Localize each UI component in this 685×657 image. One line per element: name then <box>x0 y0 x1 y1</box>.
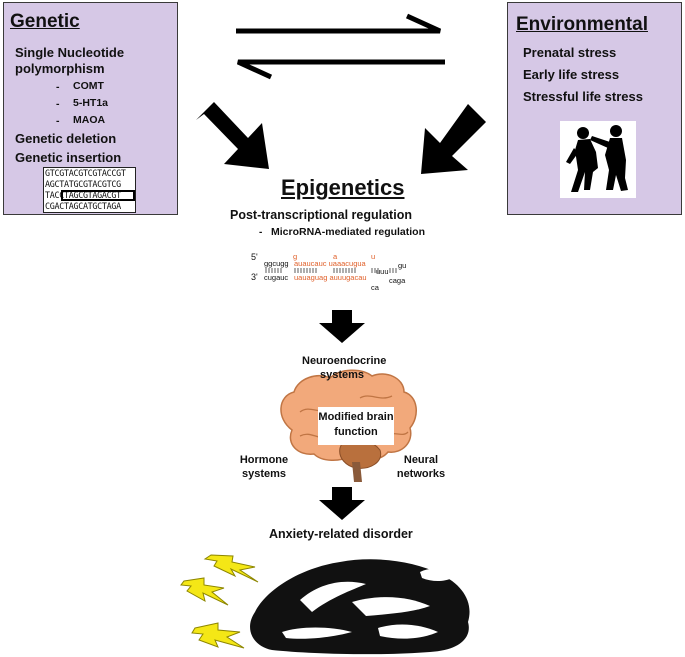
arrow-genetic-to-epigenetics-icon <box>196 102 269 169</box>
dna-row: TACCTAGCGTAGACGT <box>45 190 121 200</box>
gene-maoa: MAOA <box>73 114 106 126</box>
mirna-top-dark: ggcugg <box>264 259 289 268</box>
anxiety-disorder-label: Anxiety-related disorder <box>269 527 413 541</box>
snp-label-line2: polymorphism <box>15 61 105 76</box>
genetic-box: Genetic Single Nucleotide polymorphism -… <box>3 2 178 215</box>
mirna-pairing-lines <box>265 268 397 273</box>
environmental-title: Environmental <box>516 14 648 35</box>
mirna-bottom-caga: caga <box>389 276 406 285</box>
dna-row: GTCGTACGTCGTACCGT <box>45 168 126 178</box>
mirna-top-gu: gu <box>398 261 407 270</box>
genetic-title: Genetic <box>10 11 80 32</box>
genetic-deletion: Genetic deletion <box>15 131 117 146</box>
post-transcriptional-label: Post-transcriptional regulation <box>230 208 412 222</box>
dna-highlight <box>61 190 135 201</box>
brain-center-line1: Modified brain <box>318 411 394 423</box>
epigenetics-title: Epigenetics <box>281 175 405 200</box>
equilibrium-arrows-icon <box>236 13 445 80</box>
lightning-bolt-icon <box>191 622 245 649</box>
hormone-systems-label: Hormone systems <box>234 453 294 481</box>
snp-label-line1: Single Nucleotide <box>15 45 125 60</box>
lightning-bolt-icon <box>203 554 259 583</box>
neuroendocrine-label: Neuroendocrine systems <box>302 354 387 382</box>
five-prime-label: 5' <box>251 252 258 262</box>
brain-center-line2: function <box>334 426 378 438</box>
mirna-bottom-dark: cugauc <box>264 273 289 282</box>
hormone-line1: Hormone <box>239 454 289 466</box>
mirna-regulation-label: MicroRNA-mediated regulation <box>271 226 426 238</box>
gene-dash: - <box>56 81 60 93</box>
env-item-prenatal: Prenatal stress <box>523 45 617 60</box>
gene-comt: COMT <box>73 80 104 92</box>
neural-line1: Neural <box>403 454 439 466</box>
dna-row: CGACTAGCATGCTAGA <box>45 201 121 211</box>
mirna-loop-a: a <box>333 252 338 261</box>
dna-row: AGCTATGCGTACGTCG <box>45 179 121 189</box>
neuroendocrine-line1: Neuroendocrine <box>302 355 387 367</box>
hormone-line2: systems <box>241 468 287 480</box>
brain-icon <box>280 369 417 482</box>
neuroendocrine-line2: systems <box>319 369 365 381</box>
gene-dash: - <box>56 98 60 110</box>
neural-line2: networks <box>396 468 446 480</box>
curled-person-icon <box>250 559 470 655</box>
gene-5ht1a: 5-HT1a <box>73 97 109 109</box>
modified-brain-function-label: Modified brain function <box>318 410 394 440</box>
arrow-down-icon <box>319 487 365 520</box>
env-item-stressful-life: Stressful life stress <box>523 89 643 104</box>
arrow-environment-to-epigenetics-icon <box>421 104 486 174</box>
fighting-figures-icon <box>560 121 636 198</box>
mirna-dash: - <box>259 227 263 238</box>
mirna-top-orange: auaucauc uaaacugua <box>294 259 366 268</box>
gene-dash: - <box>56 115 60 127</box>
arrow-down-icon <box>319 310 365 343</box>
three-prime-label: 3' <box>251 272 258 282</box>
env-item-early-life: Early life stress <box>523 67 620 82</box>
neural-networks-label: Neural networks <box>391 453 451 481</box>
mirna-loop-uu: uuu <box>376 267 389 276</box>
genetic-insertion: Genetic insertion <box>15 150 122 165</box>
mirna-bottom-ca: ca <box>371 283 379 292</box>
mirna-loop-g: g <box>293 252 298 261</box>
mirna-bottom-orange: uauaguag auuugacau <box>294 273 367 282</box>
mirna-loop-u: u <box>371 252 376 261</box>
lightning-bolt-icon <box>180 577 229 606</box>
brain-label-box <box>318 407 394 445</box>
dna-sequence: GTCGTACGTCGTACCGT AGCTATGCGTACGTCG TACCT… <box>43 167 136 213</box>
